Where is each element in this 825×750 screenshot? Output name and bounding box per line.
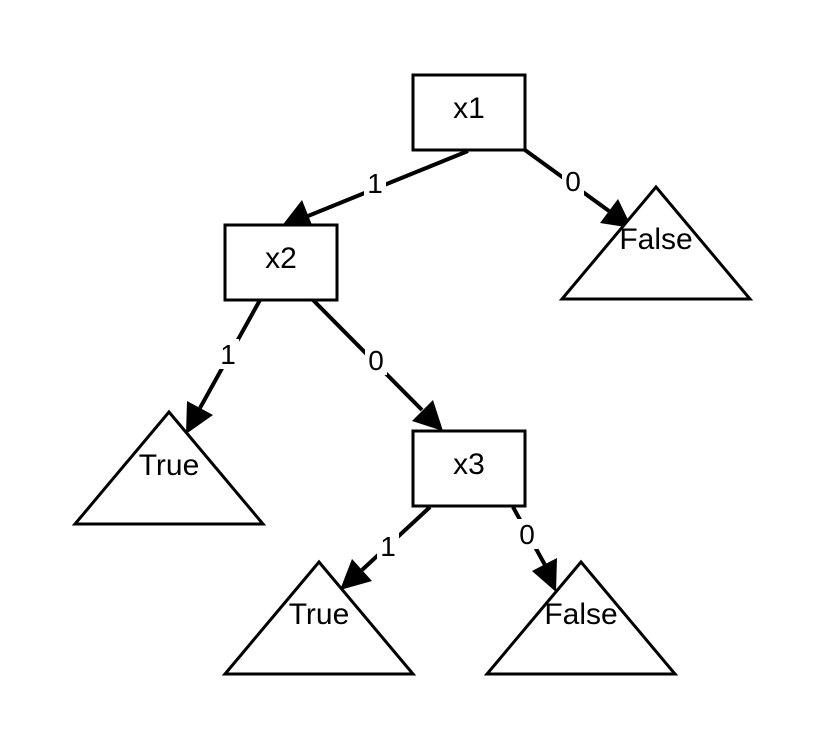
node-x2: x2 [223, 223, 339, 302]
edge-x2-to-true: 1 [186, 299, 262, 434]
leaf-label-x1-false: False [619, 223, 692, 256]
arrowhead-icon [186, 401, 213, 434]
node-label-x3: x3 [453, 448, 485, 481]
edge-x2-to-x3: 0 [311, 298, 443, 431]
edge-label-x3-true: 1 [380, 531, 396, 562]
edge-label-x2-x3: 0 [368, 345, 384, 376]
leaf-label-x2-true: True [139, 449, 200, 482]
edge-label-x3-false: 0 [519, 519, 535, 550]
leaf-x3-false: False [483, 559, 679, 676]
node-label-x1: x1 [453, 92, 485, 125]
node-label-x2: x2 [265, 242, 297, 275]
node-x3: x3 [411, 429, 527, 508]
arrowhead-icon [340, 559, 372, 590]
leaf-x3-true: True [221, 559, 417, 676]
edge-x1-to-x2: 1 [281, 149, 469, 230]
arrowhead-icon [281, 200, 314, 230]
arrowhead-icon [412, 400, 443, 431]
leaf-x1-false: False [558, 184, 754, 301]
leaf-x2-true: True [71, 409, 267, 526]
arrowhead-icon [532, 558, 557, 592]
edge-label-x2-true: 1 [220, 339, 236, 370]
edge-x3-to-false: 0 [511, 506, 557, 592]
leaf-label-x3-true: True [289, 598, 350, 631]
leaf-label-x3-false: False [544, 598, 617, 631]
arrowhead-icon [600, 199, 632, 228]
edge-x1-to-false: 0 [523, 148, 632, 228]
edge-x3-to-true: 1 [340, 505, 432, 590]
edge-label-x1-false: 0 [565, 166, 581, 197]
edge-label-x1-x2: 1 [367, 168, 383, 199]
node-x1: x1 [411, 73, 527, 152]
